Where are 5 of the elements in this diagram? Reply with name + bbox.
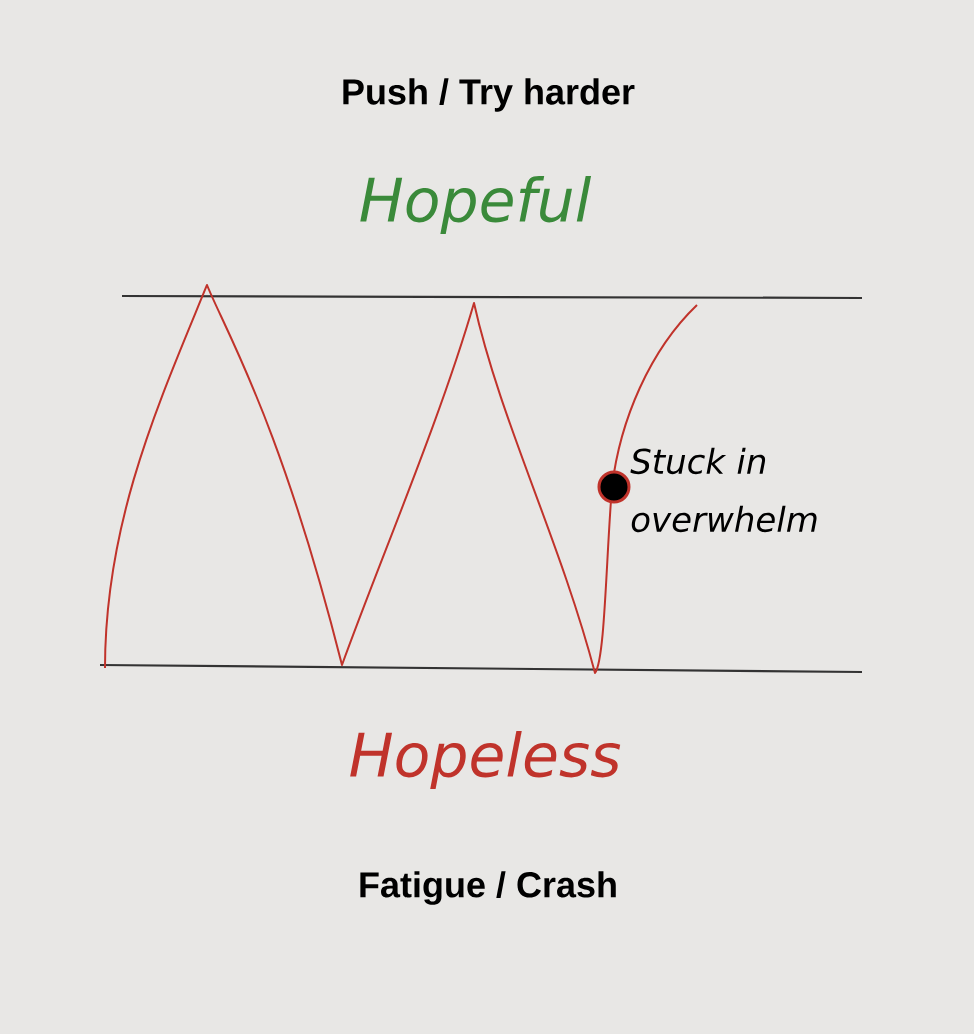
label-text: Fatigue / Crash (360, 871, 616, 905)
label-text: Hopeful (360, 175, 592, 235)
label-text: Hopeless (350, 730, 621, 790)
label-text: Push / Try harder (343, 78, 635, 112)
label-text: Stuck in overwhelm (630, 447, 817, 533)
